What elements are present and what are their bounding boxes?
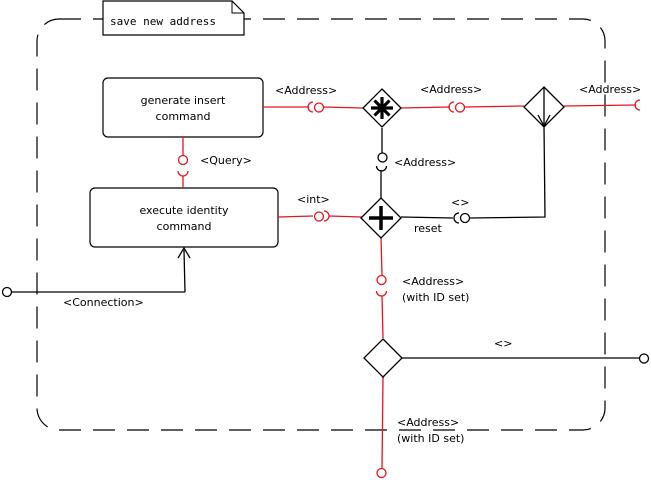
ball-address-down [377,152,388,163]
label-empty-2: <> [494,337,512,350]
red-ports [177,99,641,479]
generate-insert-command-box[interactable]: generate insert command [102,77,264,138]
chevron-down-icon [537,114,551,128]
label-empty-1: <> [451,196,469,209]
execute-identity-command-box[interactable]: execute identity command [89,187,279,248]
ball-query [177,154,189,166]
socket-2 [448,101,455,113]
ball-int [313,211,325,222]
connector-join-out [380,236,383,276]
label-query: <Query> [200,154,252,167]
execute-identity-label-1: execute identity [139,204,229,217]
black-connectors [11,125,639,359]
join-gateway[interactable] [360,197,402,239]
ball-2 [454,102,466,113]
label-address-id-1-line2: (with ID set) [402,291,469,304]
connector-reset-in [400,216,454,219]
choice-gateway[interactable] [523,86,565,128]
arrow-into-exec [177,246,191,259]
label-address-2: <Address> [420,83,482,96]
label-address-3: <Address> [579,83,641,96]
label-address-id-1-line1: <Address> [402,275,464,288]
composite-boundary [36,18,606,431]
ball-connection [1,286,13,298]
connector-exec-to-join [277,215,314,218]
ball-empty-out [638,353,650,364]
connector-splitter-out [400,106,451,109]
connector-to-choice [464,105,525,108]
note-text: save new address [110,15,216,28]
connector-reset-route [469,125,546,219]
ball-reset [459,212,471,224]
socket-address-id [375,290,388,297]
socket-3 [634,99,641,111]
connector-to-merge [381,295,384,339]
ball-1 [313,102,325,113]
merge-gateway[interactable] [363,338,403,378]
socket-address-down [375,165,388,172]
socket-1 [307,101,314,113]
connector-splitter-in [323,106,364,109]
label-address-id-2-line1: <Address> [397,416,459,429]
socket-query [177,170,189,177]
label-address-4: <Address> [394,156,456,169]
splitter-gateway[interactable] [362,88,402,128]
generate-insert-label-1: generate insert [141,94,226,107]
connector-connection-v [183,249,186,293]
ball-output [376,467,387,479]
connector-join-in [328,215,363,218]
generate-insert-label-2: command [156,110,211,123]
ball-address-id [376,274,387,286]
connector-merge-out [381,377,384,469]
label-address-id-2-line2: (with ID set) [397,432,464,445]
label-address-1: <Address> [275,84,337,97]
plus-icon [369,206,393,230]
note: save new address [102,0,245,36]
label-int: <int> [297,193,330,206]
socket-reset [453,212,460,224]
asterisk-icon [371,97,393,119]
label-reset: reset [414,222,443,235]
execute-identity-label-2: command [157,220,212,233]
connector-choice-out [563,104,637,107]
label-connection: <Connection> [63,296,144,309]
black-ports [1,152,650,364]
socket-int [323,210,330,222]
